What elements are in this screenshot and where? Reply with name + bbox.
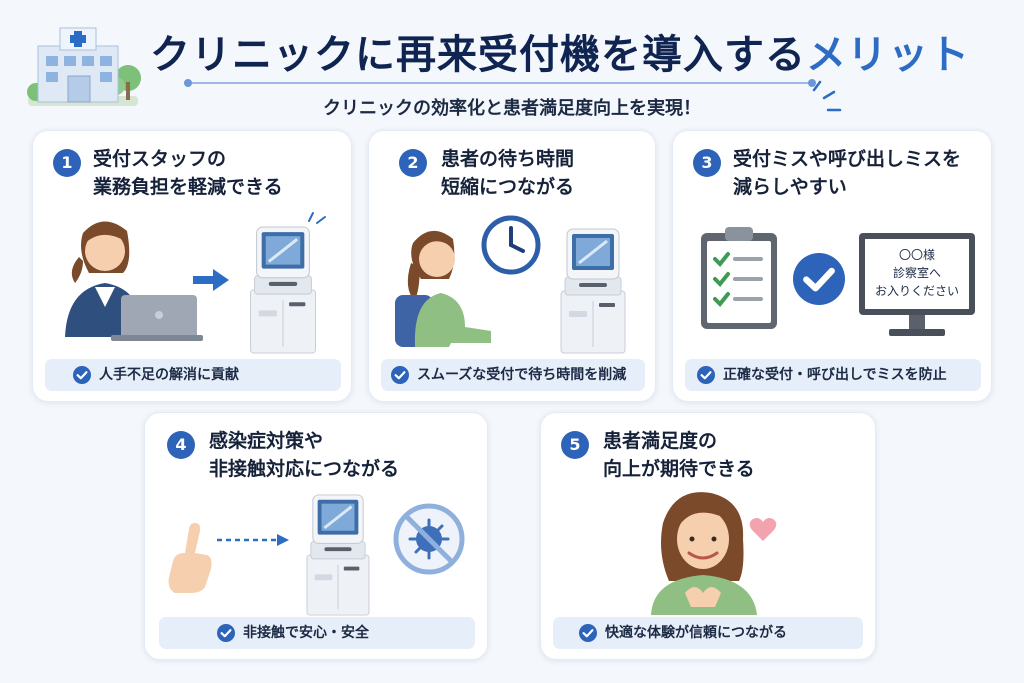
arrow-right-icon	[193, 269, 229, 291]
benefit-pill: スムーズな受付で待ち時間を削減	[381, 359, 645, 391]
card-title: 患者満足度の 向上が期待できる	[603, 427, 755, 483]
check-circle-icon	[391, 366, 409, 384]
benefit-card-5: 5 患者満足度の 向上が期待できる 快適な体験が信頼につながる	[540, 412, 876, 660]
card-number: 5	[561, 431, 589, 459]
title-main: クリニックに再来受付機を導入する	[150, 32, 806, 78]
card-title: 感染症対策や 非接触対応につながる	[209, 427, 399, 483]
card-title-line2: 非接触対応につながる	[209, 458, 400, 480]
card-title-line2: 減らしやすい	[733, 176, 847, 198]
benefit-text: 正確な受付・呼び出しでミスを防止	[723, 367, 947, 383]
arrow-right-icon	[217, 534, 289, 546]
benefit-pill: 人手不足の解消に貢献	[45, 359, 341, 391]
benefit-card-4: 4 感染症対策や 非接触対応につながる 非接触で安心・安全	[144, 412, 488, 660]
check-circle-icon	[73, 366, 91, 384]
pointing-hand-icon	[168, 523, 212, 593]
benefit-pill: 非接触で安心・安全	[159, 617, 475, 649]
waiting-patient-illustration	[395, 230, 491, 347]
card-number: 1	[53, 149, 81, 177]
sparkle-icon	[812, 80, 842, 112]
clipboard-checklist-icon	[701, 227, 777, 329]
no-virus-icon	[393, 503, 465, 575]
card-title-line2: 業務負担を軽減できる	[93, 176, 283, 198]
header: クリニックに再来受付機を導入するメリット クリニックの効率化と患者満足度向上を実…	[0, 0, 1024, 125]
kiosk-icon	[559, 227, 627, 355]
benefit-card-2: 2 患者の待ち時間 短縮につながる スムーズな受付で待ち時間を削減	[368, 130, 656, 402]
benefit-pill: 快適な体験が信頼につながる	[553, 617, 863, 649]
check-circle-icon	[793, 253, 845, 305]
staff-laptop-illustration	[65, 221, 203, 341]
monitor-text: 〇〇様	[898, 248, 935, 262]
benefit-pill: 正確な受付・呼び出しでミスを防止	[685, 359, 981, 391]
card-number: 4	[167, 431, 195, 459]
monitor-text: 診察室へ	[892, 266, 941, 280]
hospital-icon	[27, 27, 141, 106]
card-title-line1: 感染症対策や	[209, 430, 324, 452]
benefit-text: 快適な体験が信頼につながる	[605, 625, 787, 641]
kiosk-icon	[248, 225, 318, 355]
card-title-line1: 受付スタッフの	[93, 148, 227, 170]
card-title-line1: 患者満足度の	[603, 430, 718, 452]
card-title: 受付スタッフの 業務負担を軽減できる	[93, 145, 283, 201]
card-title: 受付ミスや呼び出しミスを 減らしやすい	[733, 145, 961, 201]
card-number: 3	[693, 149, 721, 177]
check-circle-icon	[217, 624, 235, 642]
benefit-card-3: 3 受付ミスや呼び出しミスを 減らしやすい 〇〇様 診察室へ お入りください 正…	[672, 130, 992, 402]
page-title: クリニックに再来受付機を導入するメリット	[150, 22, 1010, 80]
title-underline	[184, 79, 816, 87]
sparkle-icon	[308, 212, 326, 224]
page-subtitle: クリニックの効率化と患者満足度向上を実現！	[323, 98, 701, 119]
monitor-text: お入りください	[874, 284, 959, 298]
benefit-card-1: 1 受付スタッフの 業務負担を軽減できる 人手不足の解消に貢献	[32, 130, 352, 402]
heart-icon	[749, 518, 777, 541]
monitor-icon: 〇〇様 診察室へ お入りください	[859, 233, 975, 337]
benefit-text: 人手不足の解消に貢献	[99, 367, 239, 383]
card-title-line1: 患者の待ち時間	[441, 148, 575, 170]
card-title-line2: 向上が期待できる	[603, 458, 755, 480]
benefit-text: 非接触で安心・安全	[243, 625, 369, 641]
card-title-line1: 受付ミスや呼び出しミスを	[733, 148, 962, 170]
card-title-line2: 短縮につながる	[441, 176, 575, 198]
check-circle-icon	[697, 366, 715, 384]
happy-patient-illustration	[651, 492, 757, 615]
check-circle-icon	[579, 624, 597, 642]
card-title: 患者の待ち時間 短縮につながる	[441, 145, 574, 201]
title-accent: メリット	[806, 32, 970, 78]
kiosk-icon	[305, 493, 371, 617]
benefit-text: スムーズな受付で待ち時間を削減	[417, 367, 627, 383]
clock-icon	[481, 215, 541, 275]
card-number: 2	[399, 149, 427, 177]
